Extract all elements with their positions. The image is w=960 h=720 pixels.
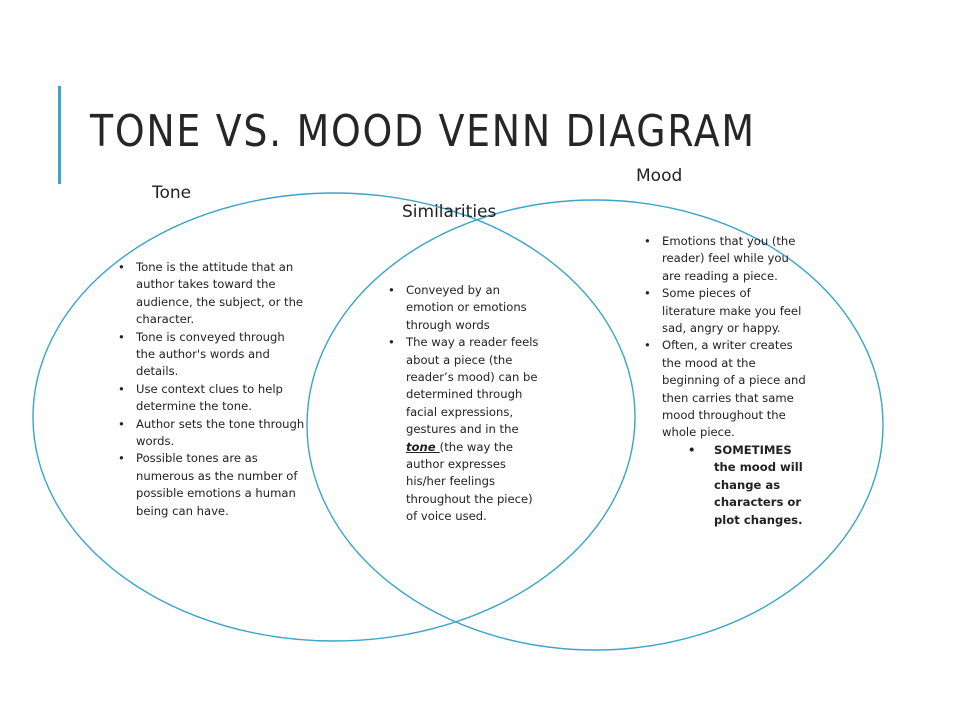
tone-item: Possible tones are as numerous as the nu… (116, 450, 306, 520)
mood-item: Emotions that you (the reader) feel whil… (642, 233, 807, 285)
tone-item: Tone is the attitude that an author take… (116, 259, 306, 329)
similarities-column: Conveyed by an emotion or emotions throu… (386, 282, 546, 526)
tone-list: Tone is the attitude that an author take… (116, 259, 306, 520)
similarity-item-text: (the way the author expresses his/her fe… (406, 439, 533, 524)
similarity-item: The way a reader feels about a piece (th… (386, 334, 546, 525)
slide-title: TONE VS. MOOD VENN DIAGRAM (90, 106, 756, 157)
tone-item: Tone is conveyed through the author's wo… (116, 329, 306, 381)
mood-label: Mood (636, 166, 683, 186)
similarities-list: Conveyed by an emotion or emotions throu… (386, 282, 546, 526)
mood-column: Emotions that you (the reader) feel whil… (642, 233, 807, 529)
tone-item: Use context clues to help determine the … (116, 381, 306, 416)
tone-item: Author sets the tone through words. (116, 416, 306, 451)
tone-label: Tone (152, 183, 192, 203)
mood-subitem: SOMETIMES the mood will change as charac… (684, 442, 807, 529)
title-accent-bar (58, 86, 61, 184)
similarities-label: Similarities (402, 202, 497, 222)
tone-column: Tone is the attitude that an author take… (116, 259, 306, 520)
mood-item: Some pieces of literature make you feel … (642, 285, 807, 337)
tone-circle (32, 192, 636, 642)
mood-item: Often, a writer creates the mood at the … (642, 337, 807, 441)
similarity-item: Conveyed by an emotion or emotions throu… (386, 282, 546, 334)
mood-list: Emotions that you (the reader) feel whil… (642, 233, 807, 529)
tone-emphasis: tone (406, 439, 440, 454)
similarity-item-text: The way a reader feels about a piece (th… (406, 335, 539, 437)
mood-circle (306, 199, 884, 651)
